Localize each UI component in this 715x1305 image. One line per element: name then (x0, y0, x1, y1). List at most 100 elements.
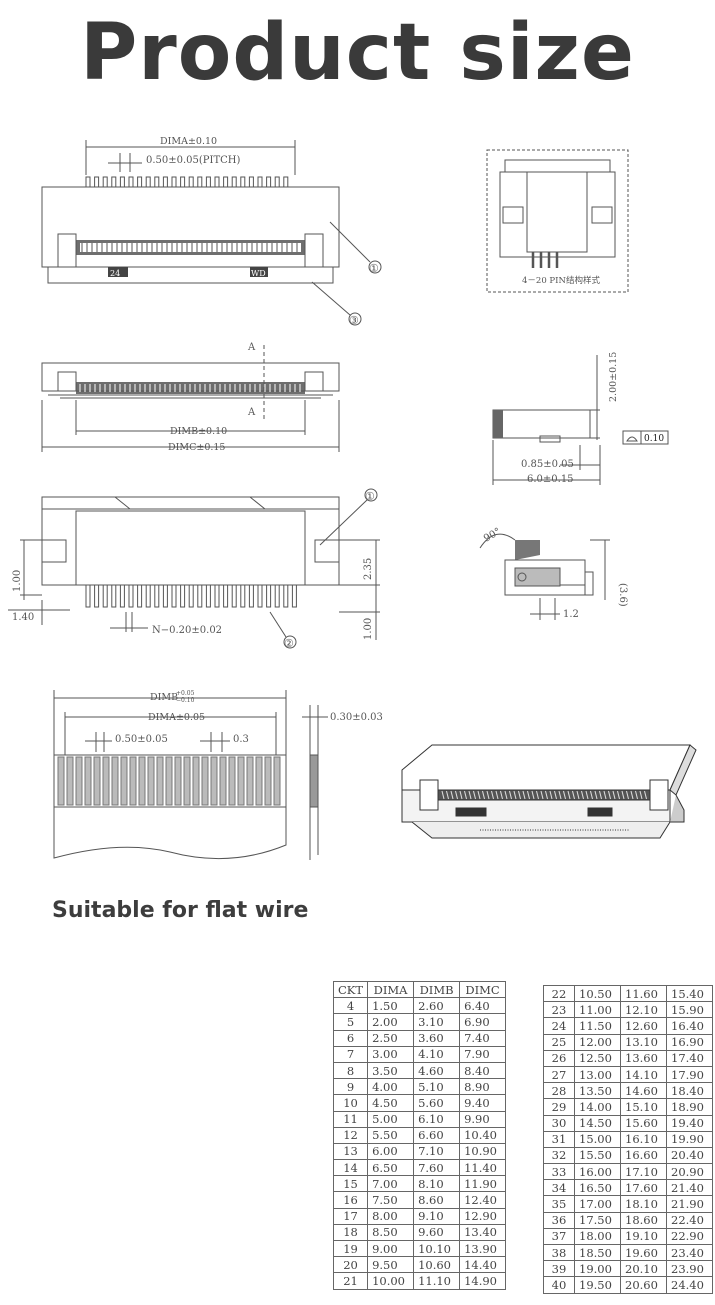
contact (590, 790, 593, 800)
pin (240, 176, 246, 188)
table-cell: 7.10 (413, 1142, 461, 1161)
pin (274, 584, 280, 608)
actuator-angle: 90° (482, 526, 503, 544)
table-cell: 21.40 (666, 1179, 713, 1197)
table-cell: 10.00 (367, 1272, 415, 1290)
pin (240, 584, 246, 608)
table-cell: 10.40 (459, 1126, 507, 1144)
table-cell: 9.40 (459, 1094, 507, 1112)
table-cell: 14.10 (620, 1065, 667, 1084)
contact (536, 790, 539, 800)
pin (162, 584, 168, 608)
table-cell: 32 (543, 1146, 575, 1165)
table-cell: 9.50 (367, 1256, 415, 1274)
table-cell: 31 (543, 1130, 575, 1148)
table-cell: 20.40 (666, 1146, 713, 1165)
contact (441, 790, 445, 800)
top-slots (81, 243, 298, 252)
trace (174, 756, 182, 806)
cable-dimb-label: DIMB (150, 692, 178, 703)
contact (513, 790, 517, 800)
front-dimb-label: DIMB±0.10 (170, 426, 227, 437)
top-dima-label: DIMA±0.10 (160, 136, 217, 147)
contact (644, 790, 647, 800)
contact (540, 790, 544, 800)
table-cell: 8.90 (459, 1078, 507, 1096)
contact (599, 790, 602, 800)
table-cell: 12.00 (574, 1033, 621, 1051)
callout-3-top: ③ (349, 314, 359, 327)
contact (563, 790, 566, 800)
table-cell: 5.50 (367, 1126, 415, 1144)
trace (219, 756, 227, 806)
contact (572, 790, 575, 800)
pin (188, 176, 194, 188)
front-slots (79, 384, 301, 392)
pin (85, 584, 91, 608)
table-cell: 26 (543, 1049, 575, 1067)
pin (223, 176, 229, 188)
table-cell: 22.40 (666, 1211, 713, 1229)
table-cell: 3.50 (367, 1061, 415, 1080)
table-cell: 12.10 (620, 1001, 667, 1019)
table-cell: 16.60 (620, 1146, 667, 1165)
pin (223, 584, 229, 608)
table-cell: 6.00 (367, 1142, 415, 1161)
table-cell: 18 (332, 1223, 369, 1242)
header-dimb: DIMB (413, 980, 461, 999)
table-cell: 16.50 (574, 1179, 621, 1197)
contact (617, 790, 620, 800)
pin (257, 584, 263, 608)
table-cell: 10.90 (459, 1142, 507, 1161)
table-cell: 8.10 (413, 1175, 461, 1193)
bottom-pins (85, 584, 297, 608)
table-cell: 30 (543, 1114, 575, 1132)
front-view: A A DIMB±0.10 DIMC±0.15 (41, 342, 340, 453)
table-cell: 13.00 (574, 1065, 621, 1084)
contact (509, 790, 512, 800)
actuator-height: (3.6) (617, 583, 628, 607)
table-cell: 17.00 (574, 1195, 621, 1213)
table-cell: 9.00 (367, 1239, 415, 1258)
cable-width-label: 0.3 (233, 734, 249, 745)
table-cell: 11.50 (574, 1017, 621, 1035)
table-cell: 5.10 (413, 1078, 461, 1096)
table-cell: 11.40 (459, 1159, 507, 1177)
table-cell: 29 (543, 1098, 575, 1116)
table-cell: 23.40 (666, 1243, 713, 1262)
render-pins (441, 790, 647, 800)
contact (464, 790, 467, 800)
contact (468, 790, 472, 800)
pin (145, 176, 151, 188)
table-cell: 14.50 (574, 1114, 621, 1132)
table-cell: 9.90 (459, 1110, 507, 1128)
trace (120, 756, 128, 806)
trace (255, 756, 263, 806)
table-cell: 9.60 (413, 1223, 461, 1242)
trace (201, 756, 209, 806)
callout-1-top: ① (369, 262, 379, 275)
contact (531, 790, 535, 800)
profile-height-label: 2.00±0.15 (608, 352, 619, 402)
pin (102, 584, 108, 608)
table-cell: 7.00 (367, 1175, 415, 1193)
table-cell: 18.90 (666, 1098, 713, 1116)
contact (482, 790, 485, 800)
header-ckt: CKT (332, 980, 369, 999)
table-cell: 13.40 (459, 1223, 507, 1242)
callout-2-bottom: ② (284, 637, 294, 650)
table-cell: 11.60 (620, 984, 667, 1003)
